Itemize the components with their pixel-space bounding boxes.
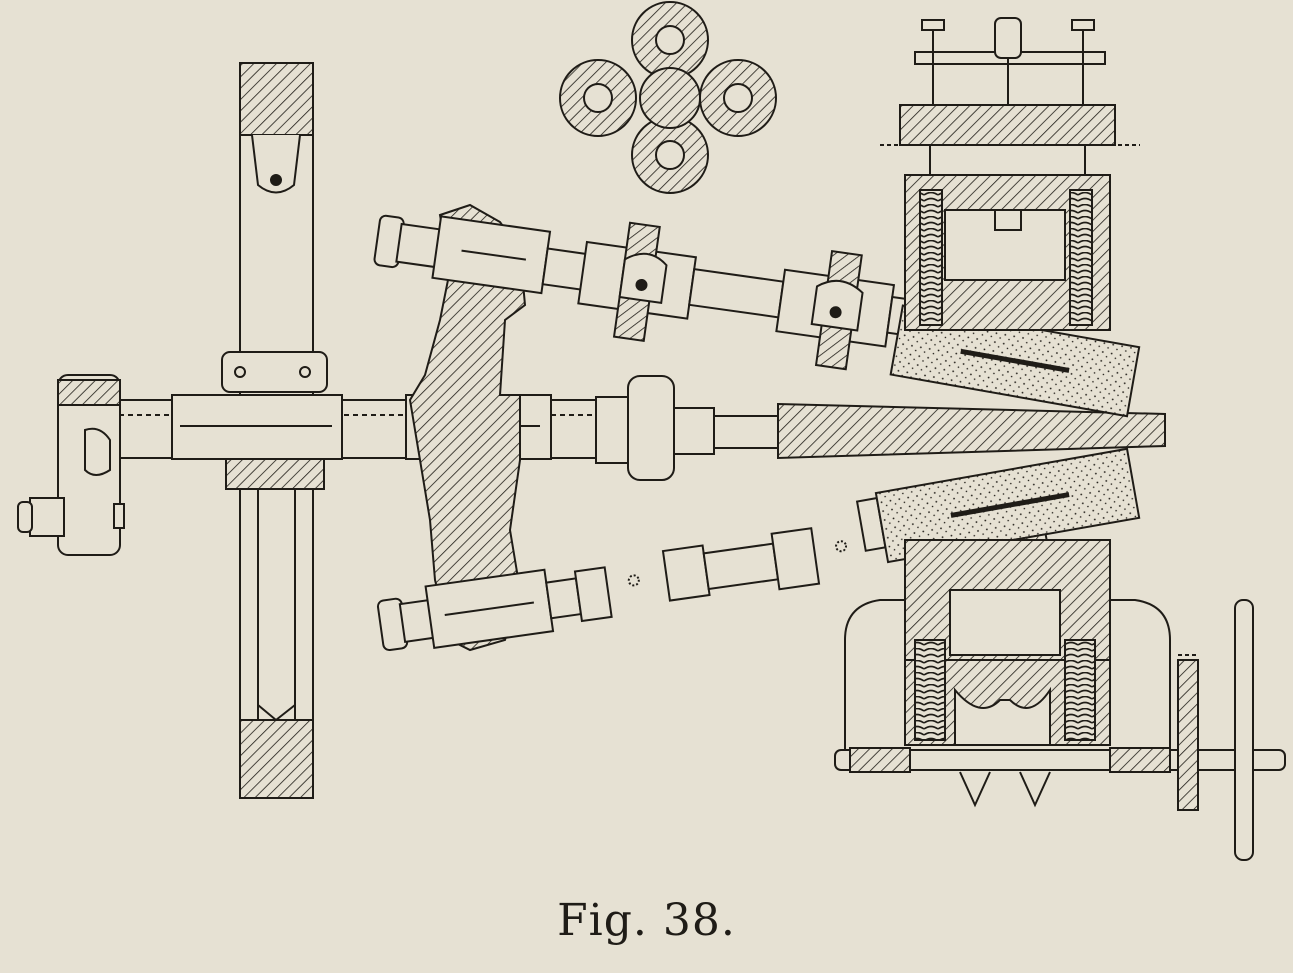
lower-angled-shaft [376,527,848,652]
hand-crank [17,374,125,556]
main-shaft [109,351,1166,490]
press-frame [834,17,1286,861]
roller-cross [559,1,777,194]
figure-caption: Fig. 38. [557,895,736,946]
